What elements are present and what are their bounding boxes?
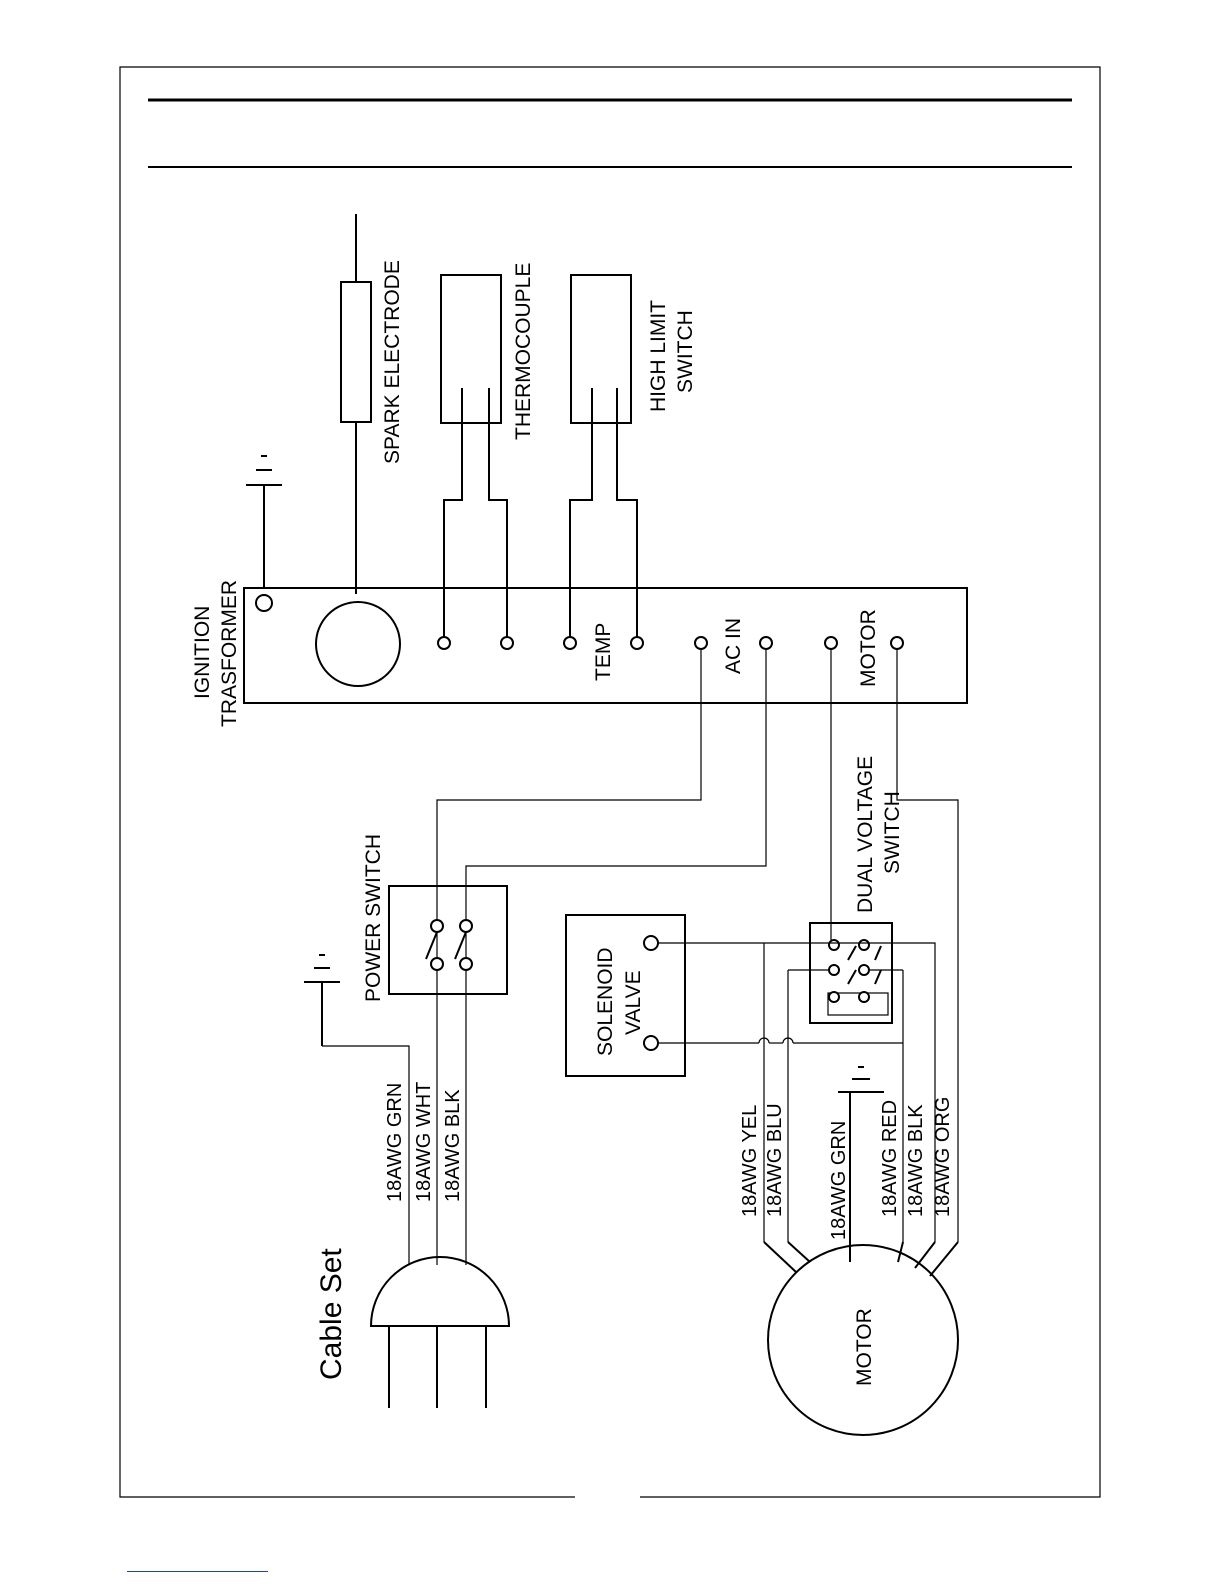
motor-wire-label: 18AWG BLK: [905, 1104, 927, 1217]
motor-wire-label: 18AWG YEL: [739, 1105, 761, 1217]
footer-link-underline[interactable]: [127, 1571, 268, 1572]
cable-set-label: Cable Set: [315, 1248, 348, 1380]
motor-wire-label: 18AWG RED: [879, 1100, 901, 1217]
motor-wire-label: 18AWG ORG: [932, 1097, 954, 1217]
ground-icon: [304, 955, 340, 1046]
motor-wire-label: 18AWG BLU: [764, 1103, 786, 1217]
ignition-label-line2: TRASFORMER: [218, 580, 241, 727]
high-limit-label-line1: HIGH LIMIT: [647, 300, 670, 412]
motor-terminal-label: MOTOR: [857, 609, 880, 687]
thermocouple-label: THERMOCOUPLE: [512, 263, 535, 440]
power-switch: [389, 886, 507, 994]
thermocouple: [441, 275, 507, 640]
cable-wire-label: 18AWG GRN: [384, 1083, 406, 1202]
solenoid-label-line1: SOLENOID: [594, 947, 617, 1056]
motor-wiring: [658, 649, 958, 1435]
cable-wire-label: 18AWG BLK: [442, 1089, 464, 1202]
motor-label: MOTOR: [853, 1308, 876, 1386]
page-frame: [120, 67, 1100, 1497]
dual-voltage-label-line1: DUAL VOLTAGE: [854, 756, 877, 913]
temp-label: TEMP: [592, 623, 615, 681]
solenoid-label-line2: VALVE: [622, 970, 645, 1035]
ac-in-label: AC IN: [722, 618, 745, 674]
power-switch-label: POWER SWITCH: [362, 834, 385, 1002]
ignition-label-line1: IGNITION: [191, 606, 214, 699]
dual-voltage-switch: [810, 923, 892, 1023]
high-limit-switch: [570, 275, 637, 640]
motor-wire-label: 18AWG GRN: [828, 1121, 850, 1240]
ground-icon: [246, 456, 282, 588]
high-limit-label-line2: SWITCH: [674, 310, 697, 393]
spark-electrode-label: SPARK ELECTRODE: [381, 260, 404, 464]
cable-wire-label: 18AWG WHT: [413, 1082, 435, 1202]
dual-voltage-label-line2: SWITCH: [881, 791, 904, 874]
spark-electrode: [341, 214, 371, 594]
